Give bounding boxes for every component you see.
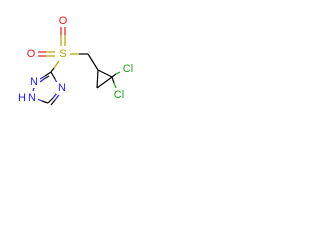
bond-c2-cltop-b [115, 71, 121, 75]
oxygen-top-label: O [59, 15, 68, 27]
ring-bond-c-nleft-inner-b [39, 78, 45, 83]
ring-bond-c-nleft-inner-a [43, 75, 50, 80]
label-bg-nh [26, 92, 38, 104]
chlorine-bottom-label: Cl [114, 89, 124, 101]
nh-hydrogen-label: H [18, 92, 26, 104]
label-bg-o-left [24, 48, 38, 60]
sulfur-label: S [59, 48, 66, 60]
bond-c2-clbottom-a [111, 76, 115, 84]
ring-bond-c-nleft-a [44, 71, 52, 77]
label-bg-s [56, 47, 70, 61]
nitrogen-left-label: N [30, 76, 38, 88]
bond-c1-c3 [96, 69, 99, 89]
ring-bond-nh-c5-b [41, 100, 49, 104]
bond-c1-c2 [97, 69, 113, 78]
bond-c2-c3 [96, 76, 113, 89]
label-bg-n-left [28, 76, 40, 88]
bond-ch2-c1 [87, 53, 99, 71]
label-bg-n-right [56, 82, 68, 94]
bond-s-ring-b [50, 67, 55, 73]
ring-bond-c5-nright-c [50, 99, 56, 106]
chlorine-top-label: Cl [123, 63, 133, 75]
nh-nitrogen-label: N [28, 92, 36, 104]
label-bg-o-top [56, 15, 70, 27]
ring-bond-c5-nright-d [54, 94, 60, 101]
triazole-ring [32, 71, 60, 106]
ring-bond-nright-c3-b [50, 71, 56, 80]
oxygen-left-label: O [27, 48, 36, 60]
ring-bond-c5-nright-a [47, 97, 54, 104]
molecule-structure: O O S N N N H Cl Cl [18, 15, 133, 106]
bond-s-ring-a [53, 60, 60, 69]
sulfonyl-bonds [38, 25, 88, 73]
ring-bond-c-nleft-b [39, 75, 46, 80]
molecule-diagram: O O S N N N H Cl Cl [0, 0, 157, 130]
cyclopropyl-group [87, 53, 121, 89]
nitrogen-right-label: N [58, 82, 66, 94]
atom-labels: O O S N N N H Cl Cl [18, 15, 133, 104]
bond-c2-cltop-a [111, 73, 117, 78]
bond-c2-clbottom-b [113, 82, 117, 89]
